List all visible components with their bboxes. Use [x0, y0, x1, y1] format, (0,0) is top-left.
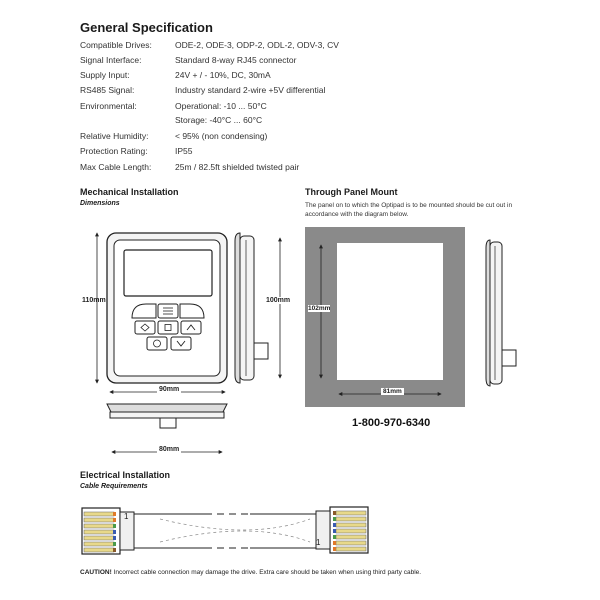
caution-label: CAUTION! — [80, 569, 112, 576]
dim-panel-height: 102mm — [308, 305, 331, 312]
dim-height-side: 100mm — [266, 297, 291, 304]
spec-label: Max Cable Length: — [80, 162, 152, 172]
dim-panel-width: 81mm — [381, 388, 404, 395]
chevron-up-icon — [186, 324, 196, 331]
spec-label: Compatible Drives: — [80, 40, 152, 50]
chevron-down-icon — [176, 340, 186, 347]
power-button — [146, 336, 168, 351]
pin-1-label-left: 1 — [124, 512, 129, 521]
menu-lines-icon — [163, 307, 173, 315]
rj45-cable-drawing — [81, 506, 369, 555]
spec-value: Operational: -10 ... 50°C — [175, 101, 267, 111]
spec-value: 25m / 82.5ft shielded twisted pair — [175, 162, 300, 172]
electrical-title: Electrical Installation — [80, 470, 171, 480]
spec-value: 24V + / - 10%, DC, 30mA — [175, 70, 271, 80]
phone-number: 1-800-970-6340 — [352, 417, 431, 429]
spec-label: Protection Rating: — [80, 146, 148, 156]
spec-value: Industry standard 2-wire +5V differentia… — [175, 85, 326, 95]
panel-title: Through Panel Mount — [305, 187, 398, 197]
keypad-front-view — [106, 232, 228, 384]
spec-label: Relative Humidity: — [80, 131, 149, 141]
spec-label: Environmental: — [80, 101, 137, 111]
pin-1-label-right: 1 — [316, 538, 321, 547]
mechanical-subtitle: Dimensions — [80, 200, 120, 207]
spec-value: Storage: -40°C ... 60°C — [175, 115, 263, 125]
start-button — [134, 320, 156, 335]
general-spec-title: General Specification — [80, 20, 213, 35]
down-button — [170, 336, 192, 351]
stop-button — [157, 320, 179, 335]
power-icon — [153, 339, 161, 348]
caution-text: Incorrect cable connection may damage th… — [111, 569, 422, 576]
caution-note: CAUTION! Incorrect cable connection may … — [80, 569, 421, 576]
up-button — [180, 320, 202, 335]
spec-value: < 95% (non condensing) — [175, 131, 268, 141]
spec-value: ODE-2, ODE-3, ODP-2, ODL-2, ODV-3, CV — [175, 40, 339, 50]
spec-label: Supply Input: — [80, 70, 130, 80]
panel-cutout-drawing — [305, 227, 465, 407]
panel-description: The panel on to which the Optipad is to … — [305, 202, 513, 218]
start-diamond-icon — [140, 323, 150, 332]
spec-label: Signal Interface: — [80, 55, 142, 65]
spec-value: Standard 8-way RJ45 connector — [175, 55, 297, 65]
mechanical-title: Mechanical Installation — [80, 187, 179, 197]
stop-square-icon — [164, 324, 172, 331]
dim-width-front: 90mm — [157, 386, 182, 393]
dim-height-front: 110mm — [82, 297, 106, 304]
electrical-subtitle: Cable Requirements — [80, 483, 148, 490]
spec-value: IP55 — [175, 146, 193, 156]
dim-width-bottom: 80mm — [157, 446, 182, 453]
panel-side-view — [485, 239, 517, 387]
keypad-display — [123, 249, 213, 297]
spec-label: RS485 Signal: — [80, 85, 135, 95]
keypad-side-view — [234, 232, 269, 384]
left-soft-button — [131, 303, 157, 319]
right-soft-button — [179, 303, 205, 319]
keypad-bottom-view — [106, 403, 228, 429]
